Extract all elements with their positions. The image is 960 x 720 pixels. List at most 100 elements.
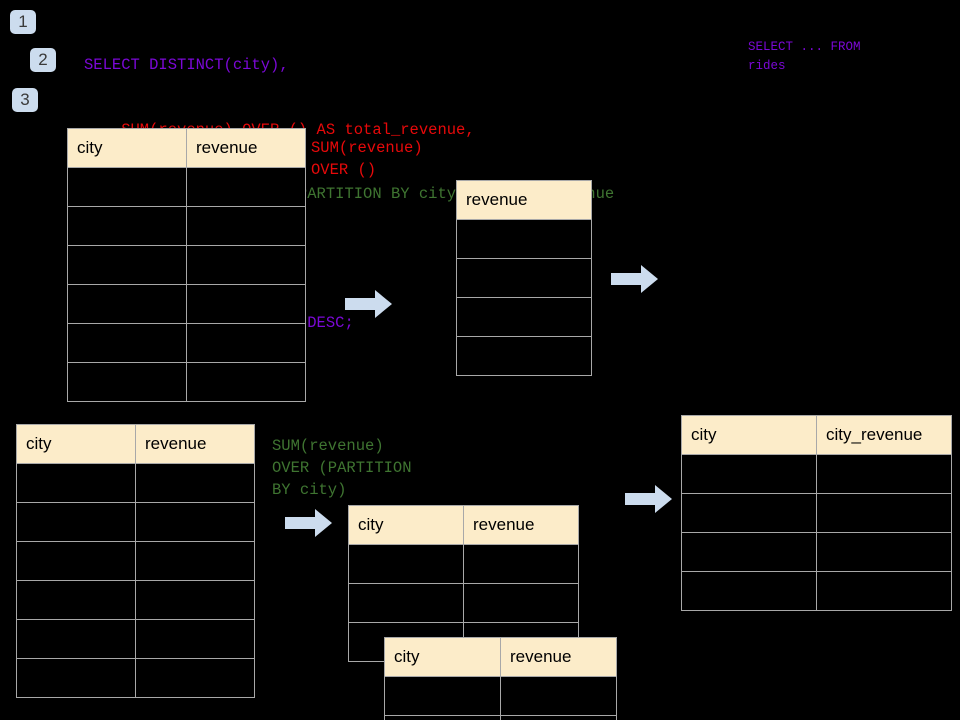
table-row — [16, 580, 255, 620]
table-cell — [16, 580, 136, 620]
table-header-row: revenue — [456, 180, 592, 220]
table-cell — [456, 297, 592, 337]
table-cell — [456, 219, 592, 259]
table-row — [456, 336, 592, 376]
step-badge-2: 2 — [30, 48, 56, 72]
arrow-partition-to-result — [625, 484, 673, 514]
column-header-city: city — [67, 128, 187, 168]
table-row — [456, 297, 592, 337]
table-cell — [186, 206, 306, 246]
partition-group-table-front: city revenue — [384, 637, 617, 720]
column-header-revenue: revenue — [463, 505, 579, 545]
table-cell — [16, 541, 136, 581]
table-row — [16, 463, 255, 503]
table-cell — [16, 502, 136, 542]
table-cell — [67, 206, 187, 246]
table-cell — [348, 544, 464, 584]
table-row — [681, 493, 952, 533]
table-cell — [816, 571, 952, 611]
result-table: city city_revenue — [681, 415, 952, 611]
column-header-city: city — [384, 637, 501, 677]
table-cell — [67, 284, 187, 324]
step-badge-1: 1 — [10, 10, 36, 34]
table-cell — [816, 493, 952, 533]
column-header-revenue: revenue — [500, 637, 617, 677]
annotation-city-revenue: SUM(revenue) OVER (PARTITION BY city) — [272, 437, 412, 499]
table-cell — [186, 167, 306, 207]
table-row — [681, 454, 952, 494]
arrow-source-to-partition — [285, 508, 333, 538]
sql-side-note: SELECT ... FROM rides — [748, 40, 861, 73]
table-cell — [463, 583, 579, 623]
partition-group-table-back: city revenue — [348, 505, 579, 662]
table-cell — [135, 463, 255, 503]
table-row — [348, 544, 579, 584]
column-header-city: city — [348, 505, 464, 545]
table-row — [67, 284, 306, 324]
sql-line-1: SELECT DISTINCT(city), — [84, 56, 289, 74]
table-cell — [67, 362, 187, 402]
table-cell — [348, 583, 464, 623]
table-cell — [384, 676, 501, 716]
table-cell — [135, 619, 255, 659]
table-cell — [67, 323, 187, 363]
table-cell — [135, 541, 255, 581]
table-cell — [384, 715, 501, 720]
table-row — [348, 583, 579, 623]
table-row — [384, 715, 617, 720]
table-cell — [816, 454, 952, 494]
arrow-revenue-to-total — [611, 264, 659, 294]
table-cell — [67, 245, 187, 285]
table-row — [681, 532, 952, 572]
table-row — [384, 676, 617, 716]
table-cell — [135, 658, 255, 698]
table-cell — [135, 502, 255, 542]
table-row — [456, 258, 592, 298]
column-header-revenue: revenue — [135, 424, 255, 464]
table-cell — [681, 532, 817, 572]
table-header-row: city revenue — [16, 424, 255, 464]
table-cell — [500, 676, 617, 716]
table-row — [16, 541, 255, 581]
table-header-row: city revenue — [384, 637, 617, 677]
step-badge-3: 3 — [12, 88, 38, 112]
table-row — [67, 323, 306, 363]
column-header-revenue: revenue — [186, 128, 306, 168]
table-cell — [186, 362, 306, 402]
table-row — [67, 167, 306, 207]
column-header-city: city — [681, 415, 817, 455]
table-cell — [186, 284, 306, 324]
table-cell — [456, 336, 592, 376]
table-header-row: city city_revenue — [681, 415, 952, 455]
table-header-row: city revenue — [67, 128, 306, 168]
revenue-column-table: revenue — [456, 180, 592, 376]
column-header-city: city — [16, 424, 136, 464]
table-cell — [16, 619, 136, 659]
table-cell — [16, 658, 136, 698]
column-header-revenue: revenue — [456, 180, 592, 220]
table-row — [16, 658, 255, 698]
table-row — [67, 206, 306, 246]
table-row — [67, 362, 306, 402]
column-header-city-revenue: city_revenue — [816, 415, 952, 455]
arrow-source-to-revenue — [345, 289, 393, 319]
table-row — [681, 571, 952, 611]
table-cell — [16, 463, 136, 503]
table-row — [67, 245, 306, 285]
table-cell — [463, 544, 579, 584]
table-row — [16, 502, 255, 542]
table-cell — [500, 715, 617, 720]
table-cell — [681, 571, 817, 611]
table-cell — [681, 493, 817, 533]
table-cell — [681, 454, 817, 494]
table-cell — [816, 532, 952, 572]
table-header-row: city revenue — [348, 505, 579, 545]
table-cell — [186, 245, 306, 285]
table-cell — [456, 258, 592, 298]
table-cell — [186, 323, 306, 363]
table-cell — [67, 167, 187, 207]
rides-source-table-bottom: city revenue — [16, 424, 255, 698]
table-row — [16, 619, 255, 659]
rides-source-table-top: city revenue — [67, 128, 306, 402]
